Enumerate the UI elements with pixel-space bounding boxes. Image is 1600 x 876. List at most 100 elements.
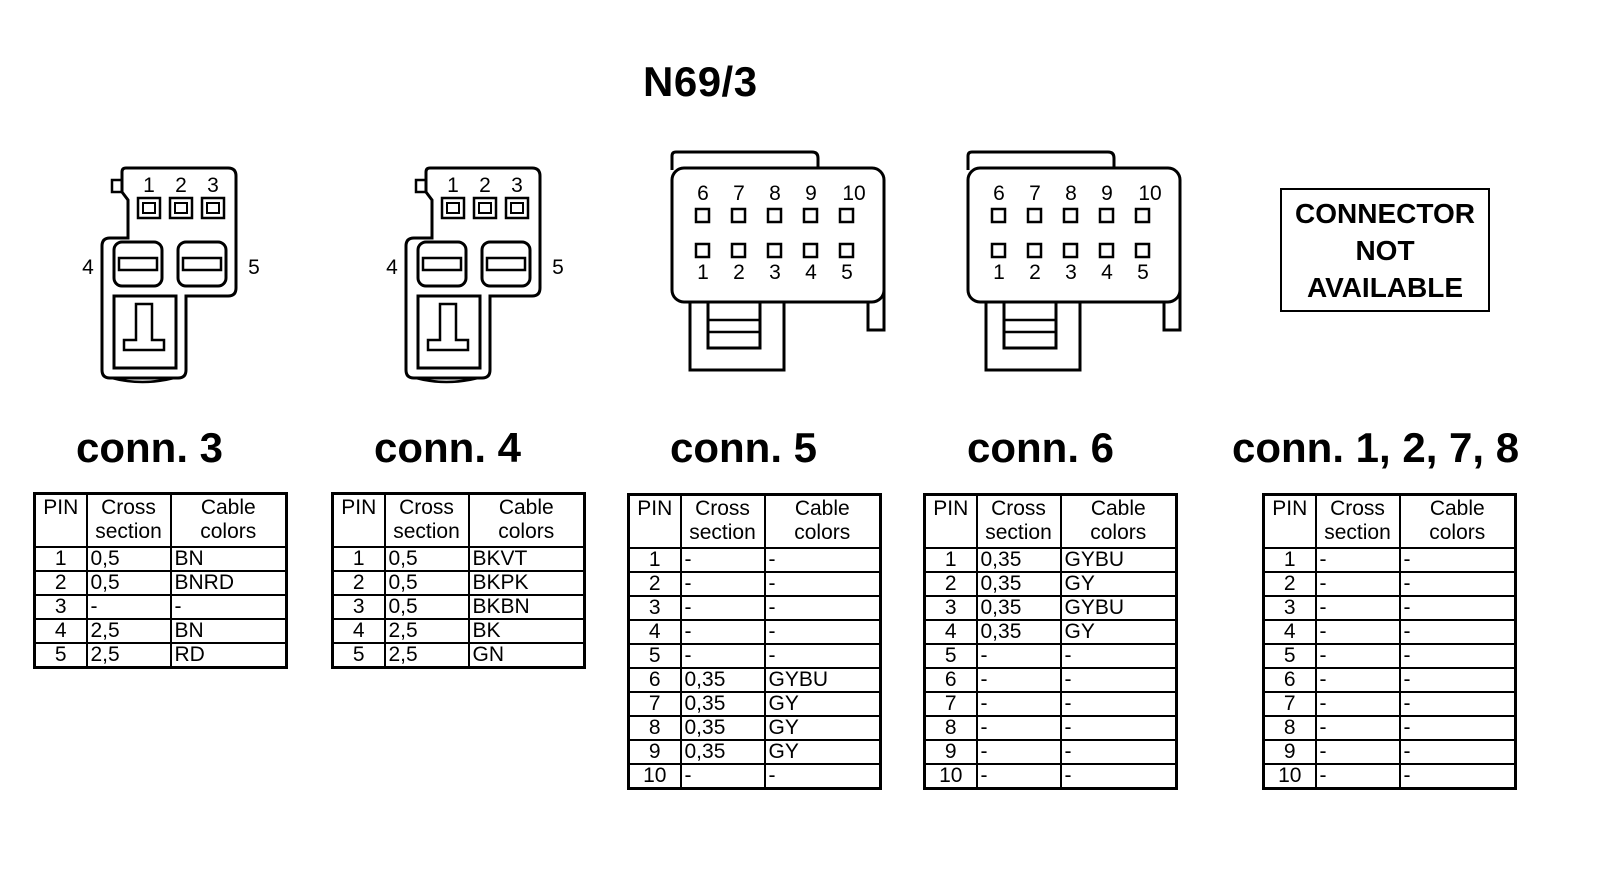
pin-cell: 3 — [33, 594, 88, 620]
pin-label: 5 — [552, 256, 564, 279]
cable-color-cell: - — [763, 619, 882, 645]
cable-color-cell: GY — [763, 691, 882, 717]
cross-section-cell: 0,35 — [975, 571, 1062, 597]
pin-cell: 1 — [1262, 547, 1317, 573]
cable-color-cell: - — [1059, 691, 1178, 717]
cross-section-cell: 0,35 — [975, 547, 1062, 573]
cable-color-cell: - — [1398, 619, 1517, 645]
pin-cell: 1 — [33, 546, 88, 572]
table-row: 10-- — [923, 763, 1178, 790]
table-row: 10-- — [1262, 763, 1517, 790]
cross-section-cell: 0,35 — [679, 691, 766, 717]
pin-cell: 10 — [627, 763, 682, 790]
cable-color-cell: - — [169, 594, 288, 620]
pin-label: 3 — [511, 174, 523, 197]
pin-cell: 7 — [627, 691, 682, 717]
pin-label: 10 — [1138, 182, 1161, 205]
pin-label: 3 — [769, 261, 781, 284]
table-row: 4-- — [627, 619, 882, 645]
pin-cell: 6 — [1262, 667, 1317, 693]
pin-cell: 9 — [923, 739, 978, 765]
cross-section-header-text: section — [1324, 521, 1391, 544]
cable-color-cell: RD — [169, 642, 288, 669]
cable-color-cell: GYBU — [763, 667, 882, 693]
cable-colors-header-text: Cable — [794, 497, 850, 520]
pin-cell: 5 — [1262, 643, 1317, 669]
cross-section-cell: - — [679, 595, 766, 621]
pin-cell: 1 — [923, 547, 978, 573]
cross-section-cell: - — [1314, 571, 1401, 597]
pin-cell: 2 — [627, 571, 682, 597]
cross-section-cell: - — [1314, 691, 1401, 717]
cross-section-cell: 0,5 — [85, 570, 172, 596]
cable-color-cell: - — [763, 595, 882, 621]
table-row: 8-- — [1262, 715, 1517, 741]
connector-6-drawing: 6 7 8 9 10 1 2 3 4 5 — [966, 150, 1182, 372]
cable-color-cell: - — [1398, 643, 1517, 669]
cable-color-cell: - — [1398, 571, 1517, 597]
pin-label: 1 — [993, 261, 1005, 284]
table-row: 4-- — [1262, 619, 1517, 645]
pin-cell: 4 — [331, 618, 386, 644]
cable-color-cell: GN — [467, 642, 586, 669]
cross-section-cell: 0,35 — [679, 667, 766, 693]
cross-section-cell: 0,5 — [85, 546, 172, 572]
cross-section-header-text: Cross — [991, 497, 1046, 520]
cross-section-cell: 2,5 — [383, 642, 470, 669]
cross-section-cell: - — [975, 763, 1062, 790]
not-available-line: NOT — [1355, 234, 1415, 266]
table-row: 2-- — [627, 571, 882, 597]
cable-color-cell: BN — [169, 546, 288, 572]
cable-colors-header-text: colors — [1429, 521, 1486, 544]
cross-section-header-text: Cross — [399, 496, 454, 519]
cable-colors-header-text: Cable — [1090, 497, 1146, 520]
cross-section-cell: 0,5 — [383, 546, 470, 572]
pin-label: 1 — [697, 261, 709, 284]
table-row: 1-- — [627, 547, 882, 573]
cross-section-cell: - — [975, 715, 1062, 741]
table-row: 10-- — [627, 763, 882, 790]
cable-color-cell: GY — [1059, 571, 1178, 597]
cable-color-cell: BKVT — [467, 546, 586, 572]
cross-section-cell: - — [975, 739, 1062, 765]
pin-cell: 2 — [923, 571, 978, 597]
pin-cell: 5 — [33, 642, 88, 669]
cable-color-cell: - — [1059, 715, 1178, 741]
pin-header: PIN — [627, 493, 682, 549]
cross-section-cell: 2,5 — [85, 642, 172, 669]
pin-header-text: PIN — [1272, 497, 1308, 520]
pin-label: 4 — [386, 256, 398, 279]
pin-header: PIN — [1262, 493, 1317, 549]
pin-label: 5 — [1137, 261, 1149, 284]
connector-not-available-box: CONNECTOR NOT AVAILABLE — [1280, 188, 1490, 312]
pin-label: 3 — [1065, 261, 1077, 284]
pin-cell: 3 — [331, 594, 386, 620]
conn-4-title: conn. 4 — [374, 424, 522, 471]
pin-cell: 8 — [627, 715, 682, 741]
not-available-line: CONNECTOR — [1295, 197, 1475, 229]
cross-section-cell: - — [1314, 715, 1401, 741]
pin-label: 9 — [805, 182, 817, 205]
table-row: 3-- — [627, 595, 882, 621]
cable-color-cell: - — [763, 547, 882, 573]
cable-colors-header-text: colors — [498, 520, 555, 543]
pin-cell: 8 — [1262, 715, 1317, 741]
pin-label: 8 — [769, 182, 781, 205]
cable-color-cell: BN — [169, 618, 288, 644]
page-title: N69/3 — [643, 58, 758, 105]
pin-cell: 2 — [33, 570, 88, 596]
table-row: 5-- — [627, 643, 882, 669]
